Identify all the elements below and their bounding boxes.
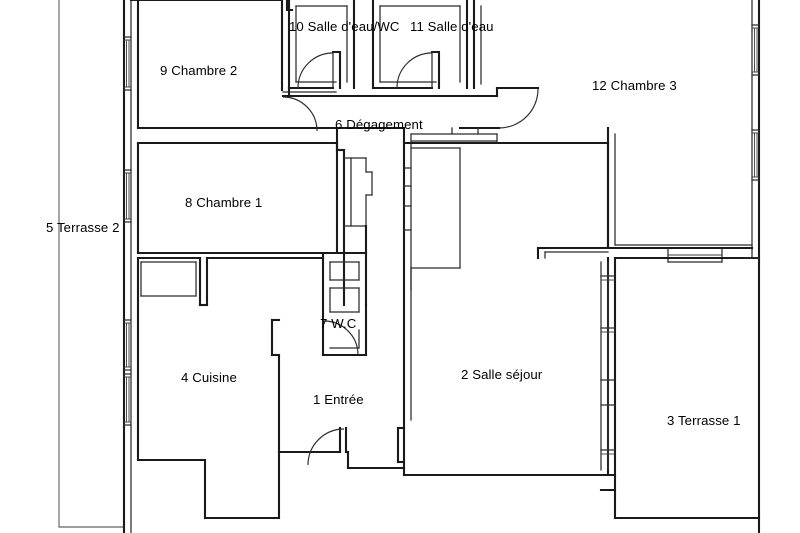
wc-door-arc: [323, 320, 359, 356]
degagement-door-arc-chambre2: [282, 96, 318, 132]
top-wall-stub-a: [285, 0, 294, 12]
room-label-salle-sejour: 2 Salle séjour: [461, 367, 543, 382]
room-chambre2-walls: [136, 0, 339, 130]
room-label-chambre3: 12 Chambre 3: [592, 78, 677, 93]
sdb10-door-jamb: [331, 50, 342, 90]
room-salledeau-wc-walls: [287, 0, 356, 90]
room-entree-walls: [307, 426, 406, 470]
terrasse1-railing-windows: [600, 261, 616, 471]
sdb11-door-arc: [396, 52, 433, 89]
room-label-entree: 1 Entrée: [313, 392, 364, 407]
room-label-degagement: 6 Dégagement: [335, 117, 423, 132]
sdb10-door-arc: [297, 52, 334, 89]
room-label-chambre2: 9 Chambre 2: [160, 63, 238, 78]
room-label-cuisine: 4 Cuisine: [181, 370, 237, 385]
central-closet-block: [321, 148, 373, 322]
room-cuisine-walls: [136, 256, 342, 520]
room-salledeau-walls: [371, 0, 469, 90]
entree-door-arc: [307, 428, 345, 466]
room-label-chambre1: 8 Chambre 1: [185, 195, 263, 210]
room-label-salledeau-wc: 10 Salle d'eau/WC: [289, 19, 400, 34]
sdb11-door-jamb: [430, 50, 441, 90]
room-label-salledeau: 11 Salle d'eau: [410, 19, 494, 34]
room-label-terrasse2: 5 Terrasse 2: [46, 220, 120, 235]
right-wall-windows: [751, 24, 760, 181]
outer-walls: [58, 0, 761, 533]
room-label-wc: 7 W.C: [320, 316, 357, 331]
room-degagement-walls: [281, 86, 540, 152]
room-wc-walls: [321, 303, 368, 357]
room-chambre3-walls: [472, 0, 754, 263]
left-wall-windows: [123, 36, 132, 426]
room-salle-sejour-walls: [402, 126, 610, 477]
room-label-terrasse1: 3 Terrasse 1: [667, 413, 741, 428]
room-terrasse1-walls: [599, 256, 761, 520]
chambre3-door-arc: [498, 88, 539, 129]
room-chambre1-walls: [136, 141, 339, 255]
